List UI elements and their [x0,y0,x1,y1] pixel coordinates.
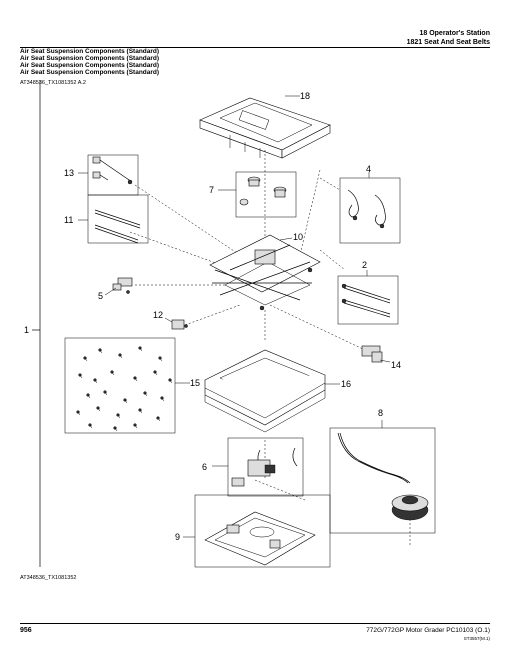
screw-shank [97,407,101,412]
figure-ref-bottom: AT348536_TX1081352 [20,575,77,581]
screw-shank [139,347,143,352]
callout-16: 16 [341,379,351,389]
section-header: 18 Operator's Station [419,30,490,37]
screw-shank [139,409,143,414]
screw-shank [159,357,163,362]
callout-1: 1 [24,325,29,335]
part-6-valve [227,437,304,497]
screw-shank [114,427,118,432]
header-rule [20,47,490,48]
footer-rule [20,623,490,624]
figure-title: Air Seat Suspension Components (Standard… [20,69,160,76]
screw-shank [77,411,81,416]
leader-10 [279,237,293,241]
part-12-clip [171,319,188,330]
part-7-fittings [235,171,297,218]
callout-15: 15 [190,378,200,388]
subsection-header: 1821 Seat And Seat Belts [406,39,490,46]
screw-shank [161,397,165,402]
callout-12: 12 [153,310,163,320]
part-5-bracket [112,277,133,294]
callout-11: 11 [64,215,73,225]
part-10-scissor [209,234,321,311]
part-4-clips [319,177,401,244]
callout-13: 13 [64,168,74,178]
screw-shank [94,379,98,384]
figure-title: Air Seat Suspension Components (Standard… [20,55,160,62]
part-16-cushion [204,349,326,433]
leader-12 [164,317,173,323]
part-2-pins [337,275,399,325]
part-11-rods [87,194,149,244]
screw-shank [157,417,161,422]
part-8-compressor [329,427,436,534]
screw-shank [169,379,173,384]
callout-18: 18 [300,91,310,101]
screw-shank [79,374,83,379]
screw-shank [99,349,103,354]
page-number: 956 [20,627,32,634]
figure-title: Air Seat Suspension Components (Standard… [20,62,160,69]
callout-5: 5 [98,291,103,301]
part-14-bracket [361,345,383,363]
doc-code: ST3557(M.1) [463,636,490,641]
figure-title: Air Seat Suspension Components (Standard… [20,48,160,55]
screw-shank [89,424,93,429]
leader-5 [104,287,117,296]
part-9-base [194,494,331,568]
figure-ref-top: AT348536_TX1081352 A.2 [20,80,86,86]
screw-shank [134,377,138,382]
model-info: 772G/772GP Motor Grader PC10103 (O.1) [366,627,490,634]
leader-14 [379,359,391,363]
callout-4: 4 [366,164,371,174]
callout-6: 6 [202,462,207,472]
part-13-bolts [87,154,139,196]
screw-shank [87,394,91,399]
screw-shank [117,414,121,419]
screw-shank [124,399,128,404]
callout-2: 2 [362,260,367,270]
part-15-hardware [64,337,176,434]
screw-shank [144,392,148,397]
callout-9: 9 [175,532,180,542]
screw-shank [119,354,123,359]
callout-14: 14 [391,360,401,370]
callout-8: 8 [378,408,383,418]
screw-shank [154,371,158,376]
callout-10: 10 [293,232,303,242]
callout-7: 7 [209,185,214,195]
screw-shank [84,357,88,362]
screw-shank [134,424,138,429]
part-18-plate [199,97,331,159]
screw-shank [104,391,108,396]
screw-shank [111,371,115,376]
